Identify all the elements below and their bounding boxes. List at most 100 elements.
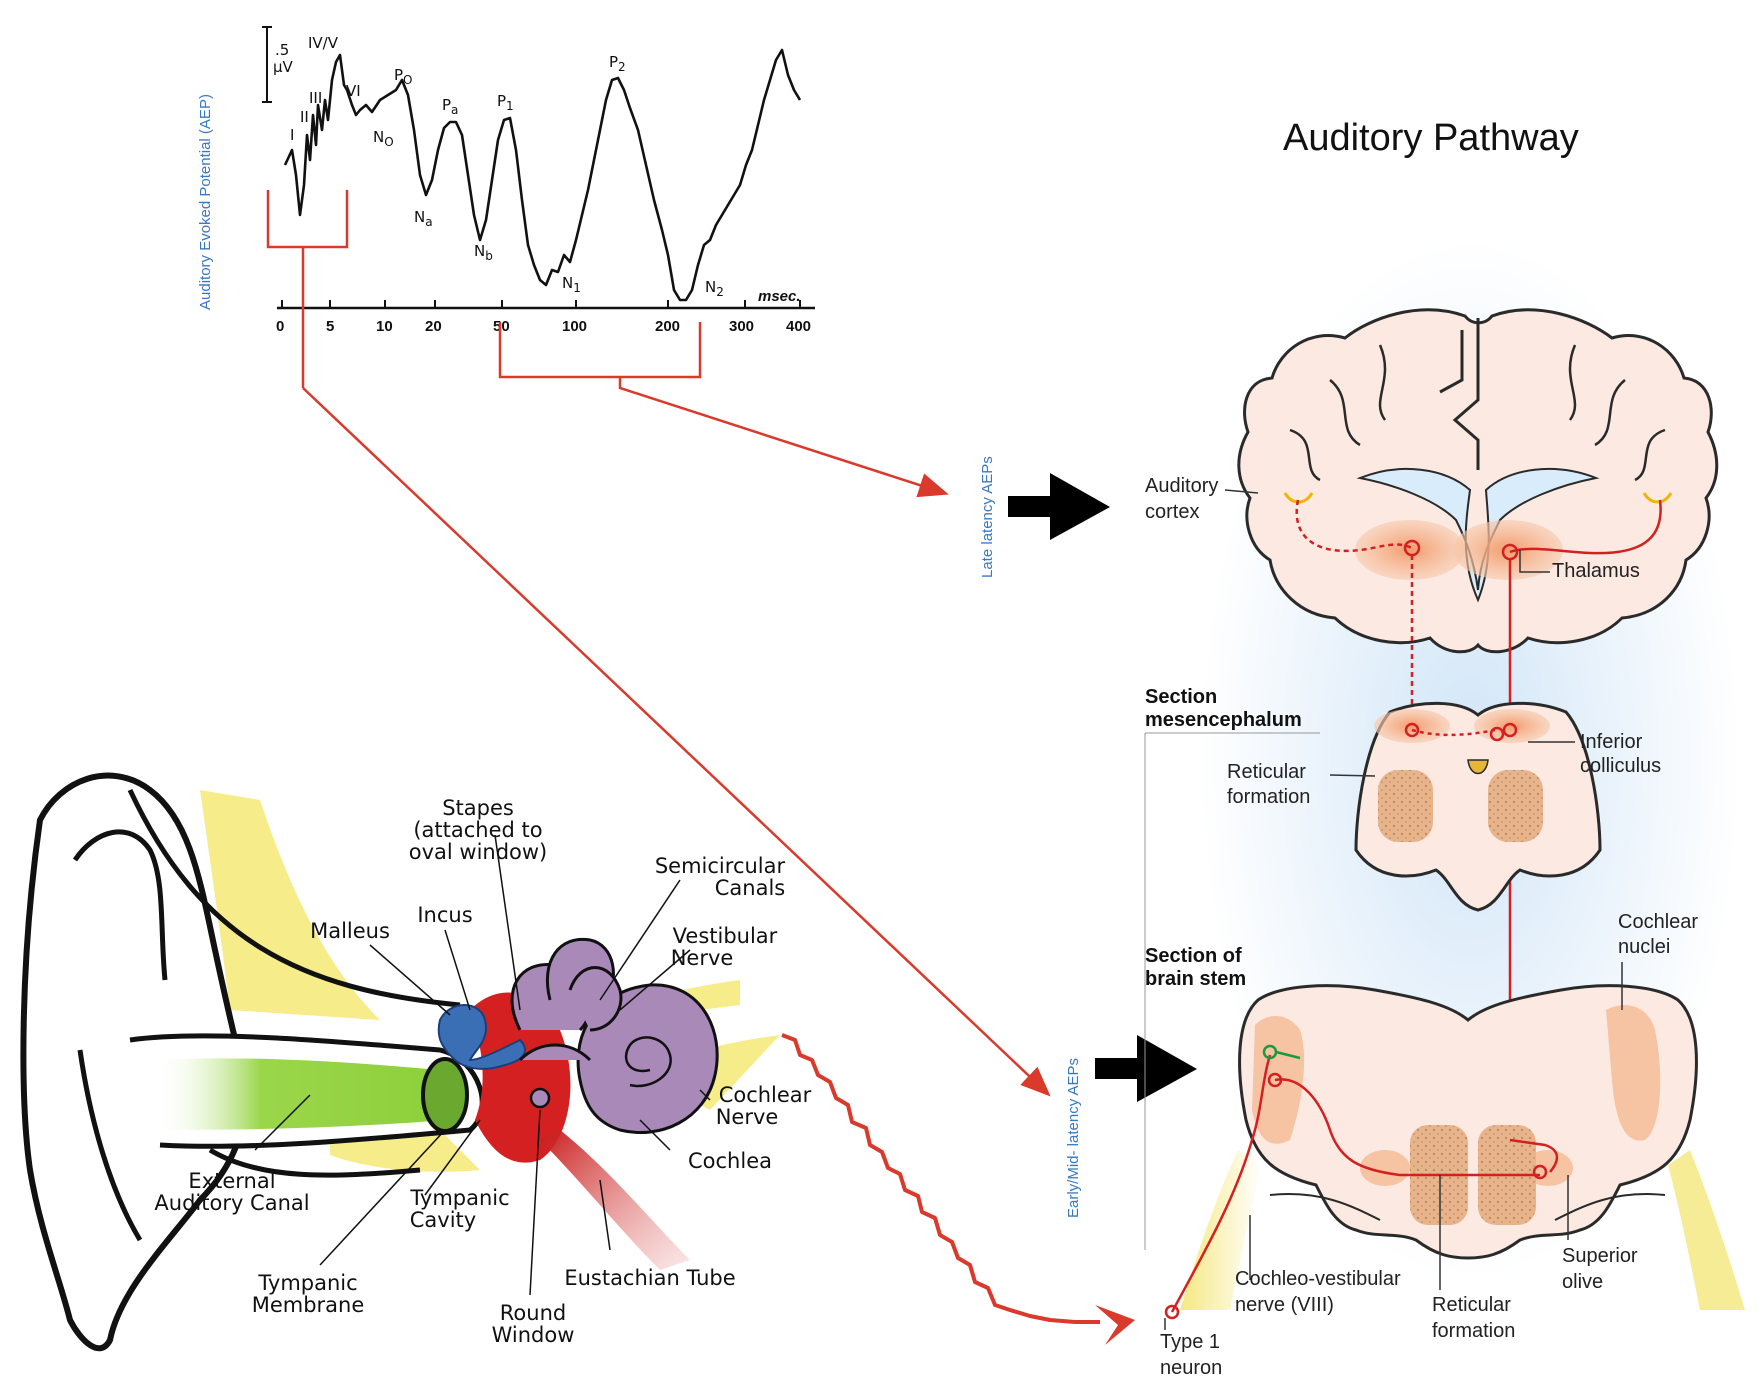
antihelix	[77, 1049, 143, 1242]
label-eac-2: Auditory Canal	[154, 1191, 309, 1215]
x-tick-100: 100	[562, 318, 587, 335]
peak-Pa: Pa	[442, 96, 458, 117]
peak-VI: VI	[346, 82, 361, 100]
x-tick-10: 10	[376, 318, 393, 335]
colliculus-neuron-left	[1404, 722, 1420, 738]
cochlea-spiral	[624, 1036, 672, 1088]
x-tick-5: 5	[326, 318, 334, 335]
eustachian-tube	[540, 1130, 690, 1270]
label-vestibular-1: Vestibular	[673, 924, 778, 948]
label-cochleo-vestibular-2: nerve (VIII)	[1235, 1294, 1334, 1316]
label-type1-2: neuron	[1160, 1357, 1222, 1379]
x-tick-400: 400	[786, 318, 811, 335]
cochlear-nucleus-right	[1606, 1005, 1661, 1141]
trapezoid-fiber	[1274, 1078, 1540, 1177]
brain-sulci	[1289, 344, 1666, 482]
label-section-bs-1: Section of	[1145, 945, 1242, 967]
peak-II: II	[300, 108, 309, 126]
aep-y-axis-label: Auditory Evoked Potential (AEP)	[197, 94, 214, 310]
label-reticular-2b: formation	[1432, 1320, 1515, 1342]
ear-anatomy: Stapes (attached to oval window) Incus M…	[20, 772, 812, 1352]
external-auditory-canal	[155, 1058, 457, 1130]
peak-P1: P1	[497, 92, 514, 113]
tympanic-cavity	[470, 992, 571, 1163]
ossicles	[437, 1004, 526, 1070]
late-latency-label: Late latency AEPs	[979, 456, 996, 578]
nerve-bundle-right	[1668, 1150, 1745, 1310]
label-reticular-2a: Reticular	[1432, 1294, 1511, 1316]
brainstem-contour	[1269, 1193, 1666, 1221]
peak-Nb: Nb	[474, 242, 493, 263]
colliculus-right	[1474, 709, 1550, 743]
x-unit: msec.	[758, 288, 801, 305]
pinna	[20, 772, 249, 1352]
nerve-connector-arrowhead	[1095, 1305, 1135, 1345]
aep-x-ticks	[281, 300, 801, 308]
peak-I: I	[290, 126, 294, 144]
late-arrow	[618, 377, 949, 498]
reticular-formation-mes-right	[1488, 770, 1543, 842]
scale-value: .5	[275, 41, 289, 59]
label-malleus: Malleus	[310, 919, 390, 943]
label-section-mes-1: Section	[1145, 686, 1217, 708]
label-thalamus: Thalamus	[1552, 560, 1640, 582]
brain-pathway: Auditory cortex Thalamus Section mesence…	[1144, 240, 1745, 1379]
label-vestibular-2: Nerve	[671, 946, 734, 970]
label-tympanic-membrane-2: Membrane	[252, 1293, 365, 1317]
aep-plot: Auditory Evoked Potential (AEP) .5 μV 0 …	[197, 26, 815, 335]
helix-inner	[72, 829, 168, 981]
label-stapes-2: (attached to	[413, 818, 542, 842]
skull-outline-lower	[208, 1147, 421, 1178]
late-bracket	[498, 322, 702, 379]
leader-thalamus	[1519, 550, 1550, 573]
label-tympanic-membrane-1: Tympanic	[257, 1271, 357, 1295]
olive-left	[1360, 1150, 1410, 1186]
vestibular-fiber	[1275, 1050, 1301, 1060]
x-tick-200: 200	[655, 318, 680, 335]
round-window	[529, 1087, 551, 1109]
colliculus-left	[1374, 709, 1450, 743]
label-semicircular-2: Canals	[715, 876, 786, 900]
semicircular-canal-3	[568, 966, 623, 1032]
x-tick-20: 20	[425, 318, 442, 335]
label-tympanic-cavity-2: Cavity	[410, 1208, 476, 1232]
page-title: Auditory Pathway	[1283, 117, 1579, 159]
mesencephalon-section	[1354, 701, 1602, 912]
label-section-bs-2: brain stem	[1145, 968, 1246, 990]
label-round-window-1: Round	[500, 1301, 566, 1325]
label-section-mes-2: mesencephalum	[1145, 709, 1302, 731]
label-cochlear-nuclei-2: nuclei	[1618, 936, 1670, 958]
label-inferior-colliculus-2: colliculus	[1580, 755, 1661, 777]
label-stapes-1: Stapes	[442, 796, 514, 820]
auditory-nerve-fiber	[1170, 1054, 1272, 1313]
early-pointer-arrow	[1095, 1035, 1197, 1102]
leader-reticular-1	[1329, 774, 1376, 777]
label-round-window-2: Window	[492, 1323, 575, 1347]
late-pointer-arrow	[1008, 473, 1110, 540]
label-cochlear-nerve-1: Cochlear	[719, 1083, 812, 1107]
early-arrow	[302, 387, 1051, 1097]
brain-stem-section	[1238, 984, 1698, 1260]
brain-fissure	[1439, 318, 1480, 470]
latency-brackets	[266, 190, 702, 388]
cochlear-nucleus-neuron	[1267, 1072, 1283, 1088]
colliculus-neuron-mid	[1489, 726, 1505, 742]
nerve-bundle-left	[1180, 1150, 1262, 1310]
aep-waveform	[283, 48, 802, 302]
label-cochlear-nuclei-1: Cochlear	[1618, 911, 1698, 933]
label-eac-1: External	[188, 1169, 275, 1193]
peak-N2: N2	[705, 278, 724, 299]
scale-bar	[262, 26, 272, 103]
label-stapes-3: oval window)	[409, 840, 548, 864]
label-inferior-colliculus-1: Inferior	[1580, 731, 1643, 753]
scale-unit: μV	[273, 58, 294, 76]
x-tick-50: 50	[493, 318, 510, 335]
early-latency-label: Early/Mid- latency AEPs	[1065, 1058, 1082, 1218]
cortex-thalamus-right	[1509, 499, 1662, 555]
label-eustachian: Eustachian Tube	[564, 1266, 735, 1290]
nerve-connector-scribble	[781, 1033, 1100, 1324]
coronal-brain	[1237, 308, 1719, 654]
label-incus: Incus	[417, 903, 472, 927]
